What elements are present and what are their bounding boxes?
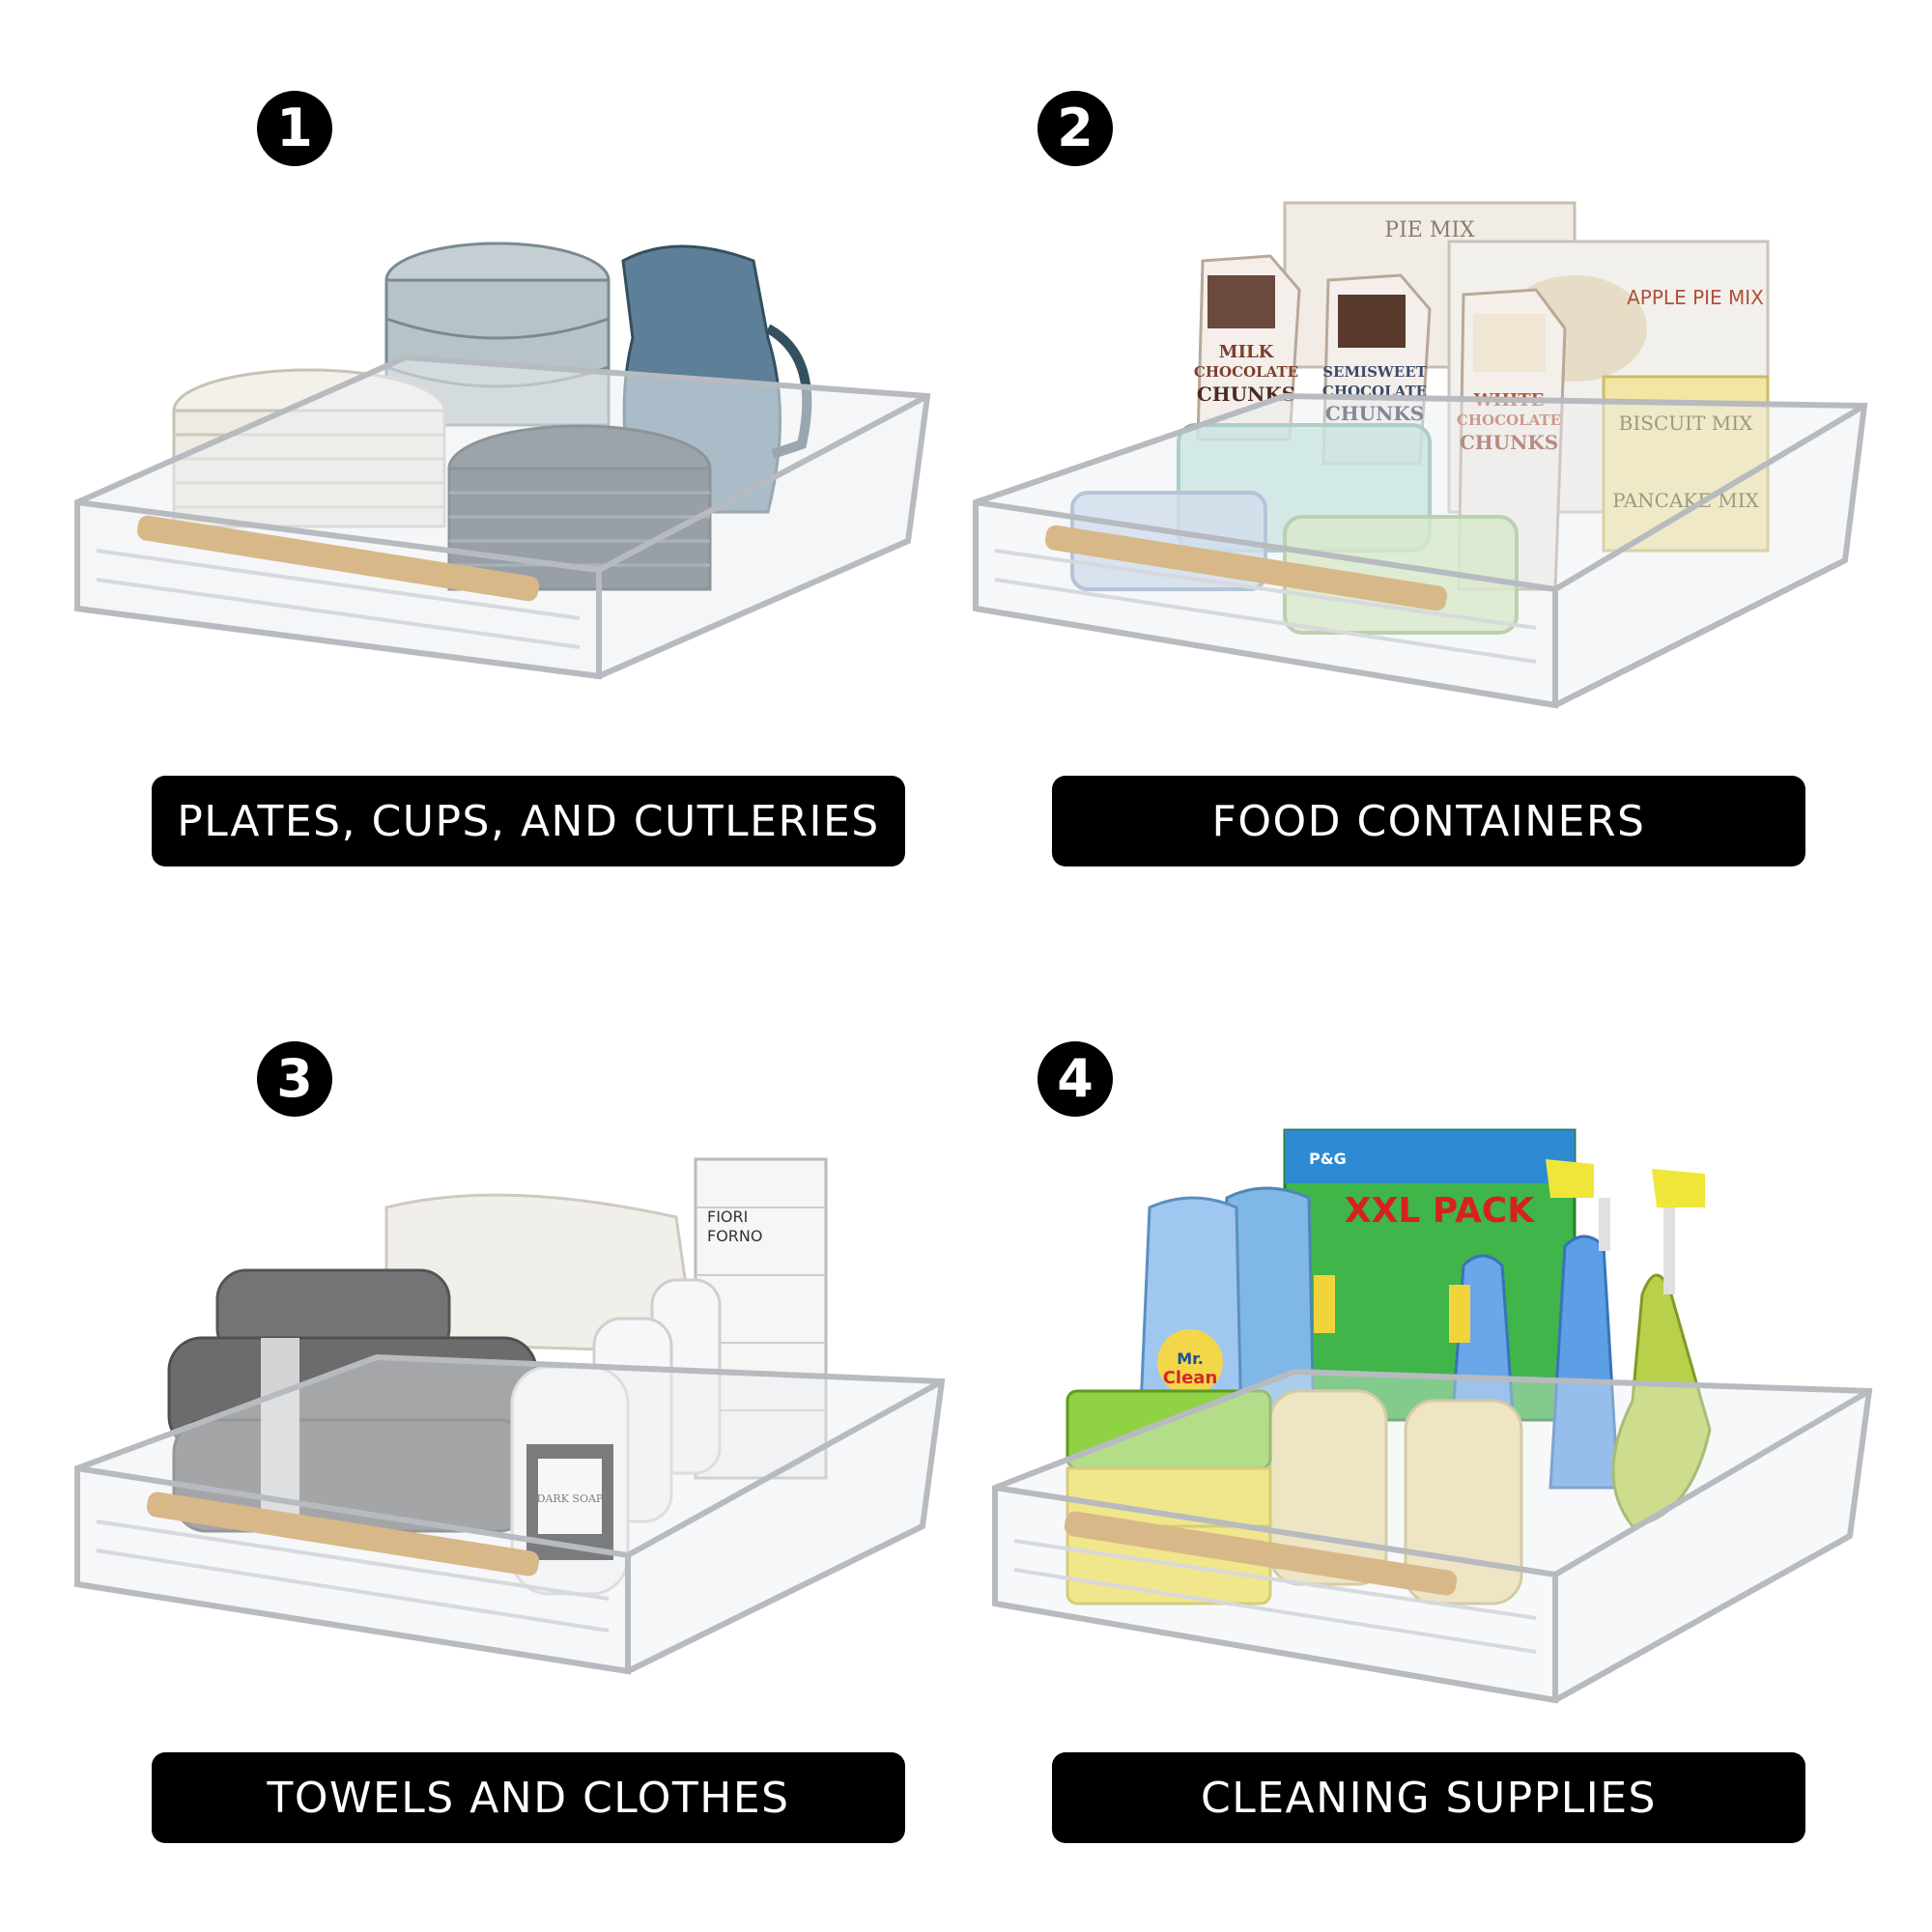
milk-choc-line-3: CHUNKS [1197,383,1295,406]
step-number-2-badge: 2 [1037,91,1113,166]
milk-choc-line-2: CHOCOLATE [1194,363,1298,381]
folded-white-towels [384,1193,697,1354]
xxl-pack-text: XXL PACK [1345,1191,1535,1231]
step-number-1-badge: 1 [257,91,332,166]
white-choc-line-2: CHOCOLATE [1457,412,1561,429]
white-choc-line-3: CHUNKS [1460,431,1558,454]
step-number-4-badge: 4 [1037,1041,1113,1117]
pull-out-drawer-frame [992,1368,1873,1704]
milk-chocolate-bag: MILK CHOCOLATE CHUNKS [1194,254,1301,441]
caption-towels: TOWELS AND CLOTHES [152,1752,905,1843]
semisweet-line-3: CHUNKS [1325,402,1424,425]
step-number-3-badge: 3 [257,1041,332,1117]
caption-cleaning: CLEANING SUPPLIES [1052,1752,1805,1843]
fiori-line-1: FIORI [707,1208,748,1226]
milk-choc-line-1: MILK [1219,342,1275,362]
mr-clean-line-2: Clean [1163,1368,1218,1388]
semisweet-chocolate-bag: SEMISWEET CHOCOLATE CHUNKS [1321,273,1432,466]
semisweet-line-1: SEMISWEET [1322,363,1427,381]
drawer-scene-plates [74,242,931,680]
pg-logo-text: P&G [1309,1150,1347,1168]
dark-soap-text: DARK SOAP [537,1492,604,1505]
white-soap-bottles: DARK SOAP [510,1278,722,1596]
mr-clean-line-1: Mr. [1177,1350,1204,1368]
biscuit-mix-text: BISCUIT MIX [1619,412,1753,435]
fiori-line-2: FORNO [707,1227,762,1245]
drawer-scene-food: PIE MIX APPLE PIE MIX BISCUIT MIX PANCAK… [973,201,1868,709]
drawer-scene-cleaning: P&G XXL PACK Mr. Clean [992,1128,1873,1704]
wood-handle [136,515,540,602]
pie-mix-text: PIE MIX [1384,218,1475,242]
mr-clean-bottles: Mr. Clean [1138,1186,1316,1432]
wood-handle [1064,1511,1458,1596]
pancake-mix-text: PANCAKE MIX [1612,489,1760,512]
caption-plates: PLATES, CUPS, AND CUTLERIES [152,776,905,867]
apple-pie-mix-text: APPLE PIE MIX [1627,286,1764,309]
caption-food: FOOD CONTAINERS [1052,776,1805,867]
drawer-scene-towels: FIORI FORNO DARK SOAP [74,1157,946,1675]
white-chocolate-bag: WHITE CHOCOLATE CHUNKS [1457,288,1567,591]
wood-handle [146,1492,540,1577]
pull-out-drawer-frame [74,1353,946,1675]
pull-out-drawer-frame [74,354,931,680]
pull-out-drawer-frame [973,392,1868,709]
wood-handle [1044,525,1448,611]
